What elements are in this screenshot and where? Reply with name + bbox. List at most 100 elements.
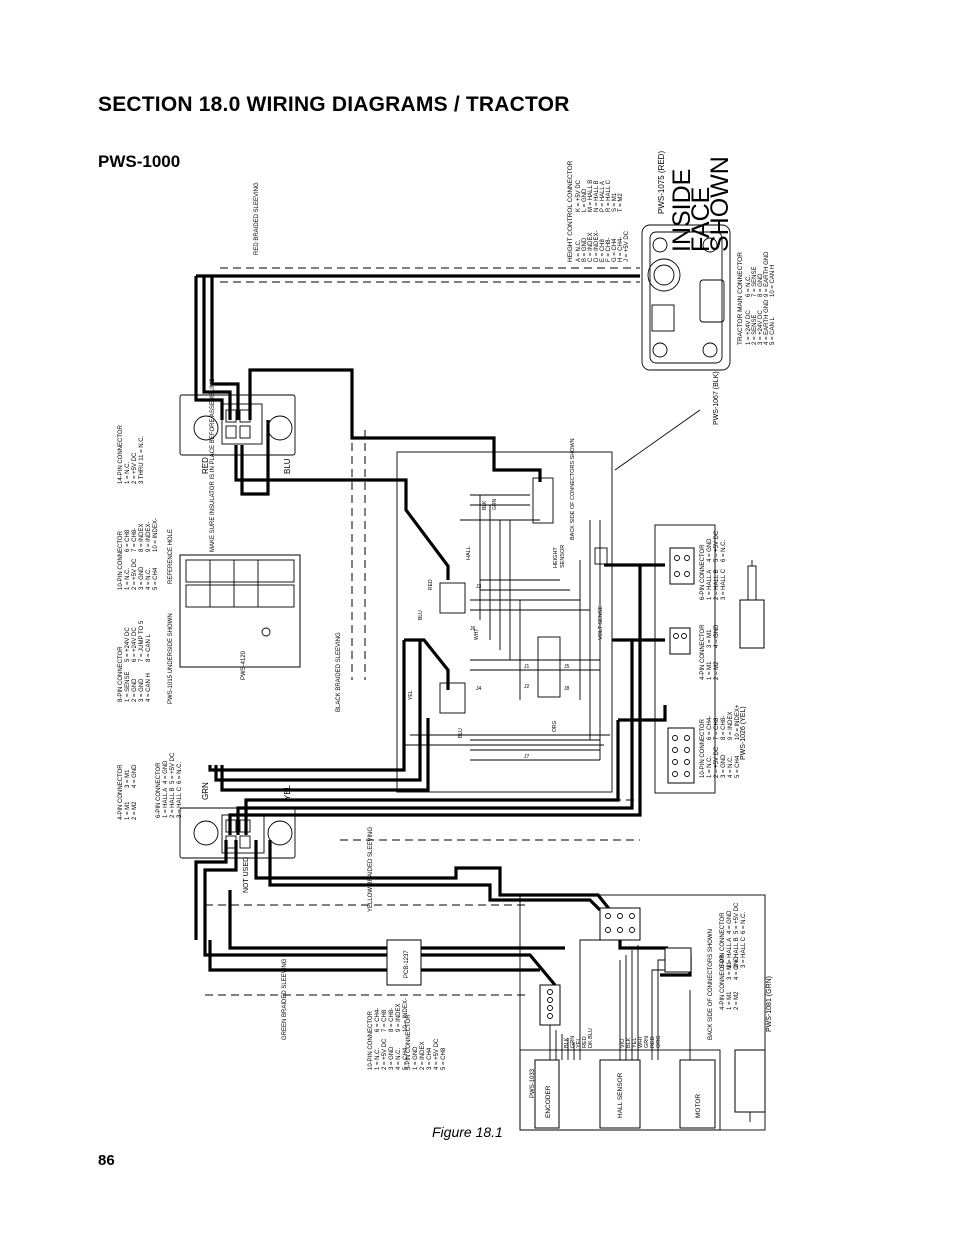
connector-10pin-b-text: 10-PIN CONNECTOR 1 = N.C. 2 = +5V DC 3 =… — [368, 998, 409, 1070]
svg-text:4 = +5V DC: 4 = +5V DC — [434, 1038, 440, 1070]
svg-text:9 = INDEX: 9 = INDEX — [728, 711, 734, 740]
svg-text:1 = SENSE: 1 = SENSE — [125, 671, 131, 702]
svg-text:A = N.C.: A = N.C. — [576, 239, 582, 262]
svg-text:2 = HALL B: 2 = HALL B — [170, 787, 176, 818]
svg-text:BACK SIDE OF CONNECTORS SHOWN: BACK SIDE OF CONNECTORS SHOWN — [708, 929, 714, 1040]
svg-text:2 = M2: 2 = M2 — [734, 991, 740, 1010]
connector-4pin-b-text: 4-PIN CONNECTOR 1 = M1 2 = M2 3 = M1 4 =… — [720, 954, 740, 1010]
connector-14pin-flange — [179, 394, 296, 456]
svg-text:J8: J8 — [564, 686, 570, 692]
svg-text:RED: RED — [201, 457, 210, 474]
svg-text:BLK: BLK — [564, 1037, 570, 1048]
hall-sensor-label: HALL SENSOR — [617, 1072, 624, 1118]
svg-text:10 = CAN H: 10 = CAN H — [770, 265, 776, 297]
svg-text:PWS-1015 UNDERSIDE SHOWN: PWS-1015 UNDERSIDE SHOWN — [168, 613, 174, 704]
yellow-sleeving — [340, 799, 640, 841]
back-side-top-label: BACK SIDE OF CONNECTORS SHOWN — [570, 438, 576, 540]
label-not-used: NOT USED — [243, 857, 250, 893]
svg-text:3 = M1: 3 = M1 — [125, 769, 131, 788]
connector-4pin-c-text: 4-PIN CONNECTOR 1 = M1 2 = M2 3 = M1 4 =… — [700, 624, 720, 680]
svg-text:YEL: YEL — [576, 1038, 582, 1048]
svg-text:L = GND: L = GND — [582, 188, 588, 212]
svg-text:GRN: GRN — [570, 1036, 576, 1048]
svg-text:K = +5V DC: K = +5V DC — [576, 179, 582, 212]
svg-text:J7: J7 — [524, 754, 530, 760]
svg-text:4 = GND: 4 = GND — [714, 624, 720, 648]
svg-text:HALL SENSOR: HALL SENSOR — [617, 1072, 624, 1118]
svg-text:2 = INDEX: 2 = INDEX — [420, 1041, 426, 1070]
connector-4pin-a-text: 4-PIN CONNECTOR 1 = M1 2 = M2 3 = M1 4 =… — [118, 764, 138, 820]
svg-text:MOTOR: MOTOR — [695, 1094, 702, 1118]
svg-text:4 = CAN H: 4 = CAN H — [146, 673, 152, 702]
svg-text:REFERENCE HOLE: REFERENCE HOLE — [168, 529, 174, 584]
svg-text:4-PIN CONNECTOR: 4-PIN CONNECTOR — [118, 764, 124, 820]
svg-text:6-PIN CONNECTOR: 6-PIN CONNECTOR — [720, 912, 726, 968]
svg-text:4 = N.C.: 4 = N.C. — [146, 567, 152, 590]
main-wires — [194, 274, 692, 987]
svg-text:7 = CH8: 7 = CH8 — [382, 1009, 388, 1032]
svg-text:ORG: ORG — [552, 721, 558, 733]
svg-text:2 = +5V DC: 2 = +5V DC — [132, 558, 138, 590]
svg-text:H = CH4-: H = CH4- — [618, 237, 624, 262]
pws1075-connector-face — [641, 224, 731, 371]
svg-text:3 = HALL C: 3 = HALL C — [721, 568, 727, 600]
svg-text:D = INDEX-: D = INDEX- — [594, 230, 600, 262]
svg-text:9 = INDEX-: 9 = INDEX- — [146, 521, 152, 552]
svg-text:J3: J3 — [476, 584, 482, 590]
svg-text:5 = CH4: 5 = CH4 — [153, 567, 159, 590]
svg-text:2 = +5V DC: 2 = +5V DC — [714, 746, 720, 778]
height-control-connector-text: HEIGHT CONTROL CONNECTOR A = N.C. B = GN… — [567, 160, 630, 262]
svg-text:10 = INDEX-: 10 = INDEX- — [403, 998, 409, 1032]
svg-text:7 = JUMP TO 5: 7 = JUMP TO 5 — [139, 620, 145, 662]
svg-text:J5: J5 — [564, 664, 570, 670]
svg-text:6 = N.C.: 6 = N.C. — [746, 274, 752, 297]
pcb-board — [396, 451, 613, 793]
svg-text:WHT: WHT — [474, 629, 480, 640]
svg-text:1 = M1: 1 = M1 — [125, 801, 131, 820]
connector-8pin-a-text: 8-PIN CONNECTOR 1 = SENSE 2 = GND 3 = GN… — [118, 620, 152, 702]
motor-assembly-panel — [519, 894, 766, 1131]
section-title: SECTION 18.0 WIRING DIAGRAMS / TRACTOR — [98, 93, 570, 116]
yellow-sleeving-label: YELLOW BRAIDED SLEEVING — [368, 827, 374, 912]
label-red-wire: RED — [201, 457, 210, 474]
pws4120-board — [179, 554, 301, 668]
reference-hole-label: REFERENCE HOLE — [168, 529, 174, 584]
svg-text:6 = CH4-: 6 = CH4- — [707, 716, 713, 740]
pws1033-label: PWS-1033 — [530, 1068, 536, 1098]
page-number: 86 — [98, 1152, 115, 1169]
svg-text:3 = M1: 3 = M1 — [727, 961, 733, 980]
svg-text:RED: RED — [582, 1036, 588, 1048]
svg-text:J4: J4 — [476, 686, 482, 692]
svg-text:SENSOR: SENSOR — [560, 545, 566, 568]
svg-text:HALL: HALL — [466, 546, 472, 560]
right-connectors-panel — [654, 524, 765, 794]
svg-text:10-PIN CONNECTOR: 10-PIN CONNECTOR — [118, 530, 124, 590]
black-sleeving — [351, 430, 366, 680]
svg-text:6 = N.C.: 6 = N.C. — [721, 539, 727, 562]
svg-text:9 = INDEX: 9 = INDEX — [396, 1003, 402, 1032]
svg-text:6 = +24V DC: 6 = +24V DC — [132, 627, 138, 662]
svg-text:BLU: BLU — [458, 728, 464, 738]
svg-text:4 = EARTH GND: 4 = EARTH GND — [764, 299, 770, 345]
svg-text:10-PIN CONNECTOR: 10-PIN CONNECTOR — [368, 1010, 374, 1070]
svg-text:5 = CAN L: 5 = CAN L — [770, 316, 776, 345]
encoder-label: ENCODER — [545, 1085, 552, 1118]
svg-text:3 = HALL C: 3 = HALL C — [741, 936, 747, 968]
svg-text:VIO: VIO — [620, 1038, 626, 1048]
svg-text:GRN: GRN — [201, 782, 210, 800]
tractor-main-connector-text: TRACTOR MAIN CONNECTOR 1 = +24V DC 2 = S… — [737, 251, 776, 345]
svg-text:NOT USED: NOT USED — [243, 857, 250, 893]
svg-text:6 = CH8: 6 = CH8 — [125, 529, 131, 552]
svg-text:3 = GND: 3 = GND — [139, 566, 145, 590]
svg-text:T = M2: T = M2 — [618, 193, 624, 212]
svg-text:PWS-4120: PWS-4120 — [241, 650, 247, 680]
svg-text:RED BRAIDED SLEEVING: RED BRAIDED SLEEVING — [254, 182, 260, 255]
svg-text:1 = GND: 1 = GND — [413, 1046, 419, 1070]
svg-text:PWS-1075 (RED): PWS-1075 (RED) — [657, 151, 666, 214]
svg-text:6 = CH4-: 6 = CH4- — [375, 1008, 381, 1032]
svg-text:INSIDE: INSIDE — [668, 169, 696, 252]
black-sleeving-label: BLACK BRAIDED SLEEVING — [336, 632, 342, 712]
svg-text:5 = +24V DC: 5 = +24V DC — [125, 627, 131, 662]
svg-text:4 = GND: 4 = GND — [163, 760, 169, 784]
svg-text:BLACK BRAIDED SLEEVING: BLACK BRAIDED SLEEVING — [336, 632, 342, 712]
